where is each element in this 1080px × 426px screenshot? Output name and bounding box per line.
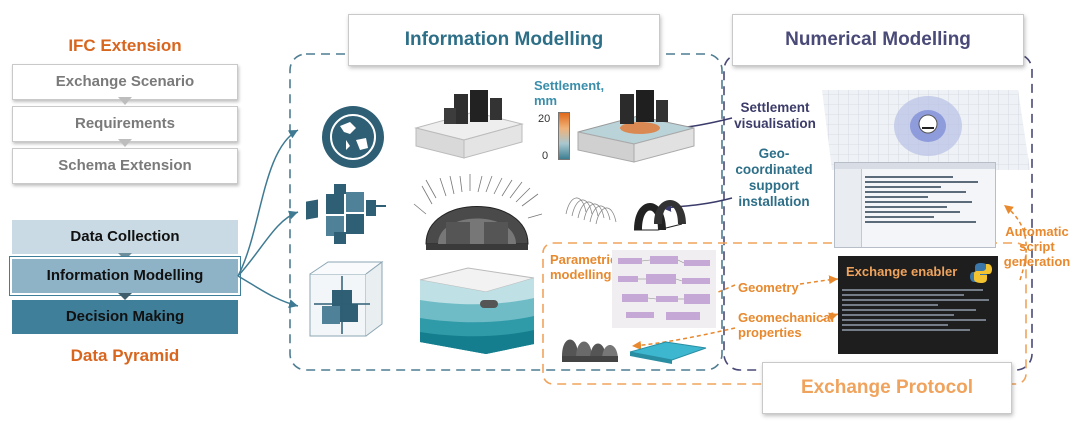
settlement-visualisation-label: Settlement visualisation bbox=[734, 100, 816, 131]
parametric-modelling-label: Parametric modelling bbox=[550, 252, 618, 282]
geomechanical-properties-label: Geomechanical properties bbox=[738, 310, 835, 340]
automatic-script-generation-label: Automatic script generation bbox=[1003, 224, 1071, 269]
cube-model-icon bbox=[309, 261, 384, 337]
arrow-down-icon bbox=[118, 97, 132, 105]
building-model-image bbox=[414, 90, 524, 159]
geo-coordinated-support-label: Geo-coordinated support installation bbox=[735, 146, 813, 209]
ifc-logo-icon bbox=[306, 184, 386, 244]
exchange-enabler-title: Exchange enabler bbox=[846, 264, 958, 279]
numerical-modelling-header: Numerical Modelling bbox=[732, 14, 1024, 66]
geometry-label: Geometry bbox=[738, 280, 799, 295]
globe-icon bbox=[322, 106, 384, 168]
connector-to-ifc bbox=[237, 210, 299, 277]
numerical-mesh-image bbox=[822, 90, 1030, 170]
python-logo-icon bbox=[970, 263, 992, 283]
settlement-legend-title: Settlement, mm bbox=[534, 78, 605, 108]
exchange-enabler-window: Exchange enabler bbox=[838, 256, 998, 354]
pyramid-data-collection: Data Collection bbox=[12, 220, 238, 254]
parametric-graph-image bbox=[612, 250, 716, 328]
geomech-model-image bbox=[629, 341, 707, 364]
ifc-extension-title: IFC Extension bbox=[68, 36, 182, 55]
pyramid-information-modelling: Information Modelling bbox=[10, 257, 240, 295]
arrow-down-icon bbox=[118, 253, 132, 260]
exchange-protocol-header: Exchange Protocol bbox=[762, 362, 1012, 414]
information-modelling-header: Information Modelling bbox=[348, 14, 660, 66]
settlement-colorbar bbox=[558, 112, 570, 160]
arrow-down-icon bbox=[118, 139, 132, 147]
data-pyramid-title: Data Pyramid bbox=[70, 346, 180, 365]
connector-geometry-to-enabler bbox=[799, 275, 839, 285]
connector-automatic-script bbox=[1003, 204, 1027, 281]
settlement-legend-max: 20 bbox=[538, 113, 551, 125]
pyramid-decision-making: Decision Making bbox=[12, 300, 238, 334]
tunnel-bolts-image bbox=[413, 174, 543, 250]
step-requirements: Requirements bbox=[12, 106, 238, 142]
step-schema-extension: Schema Extension bbox=[12, 148, 238, 184]
settlement-model-image bbox=[577, 90, 695, 163]
connector-to-cube bbox=[237, 275, 299, 309]
support-installation-image bbox=[565, 197, 686, 231]
arrow-down-icon bbox=[118, 293, 132, 300]
script-editor-image bbox=[834, 162, 996, 248]
ground-layers-image bbox=[419, 267, 535, 354]
connector-geo-support bbox=[661, 197, 733, 212]
segments-model-image bbox=[562, 339, 618, 362]
connector-to-globe bbox=[237, 129, 299, 277]
connector-geomech-to-enabler bbox=[821, 312, 839, 322]
settlement-legend-min: 0 bbox=[542, 150, 549, 162]
